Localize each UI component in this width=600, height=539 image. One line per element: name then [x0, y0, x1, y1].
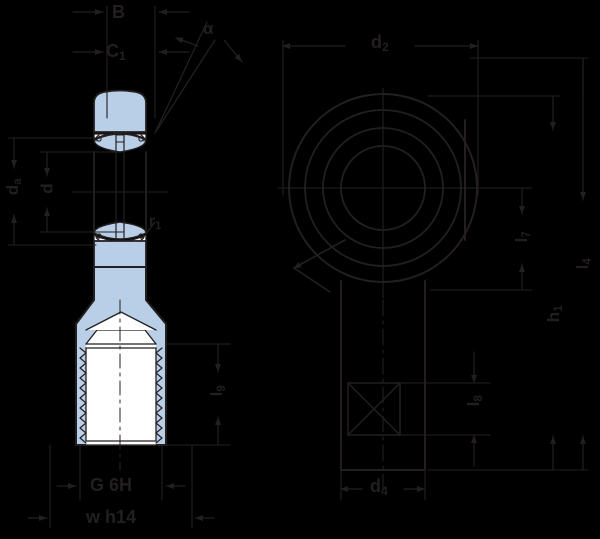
label-da: da [3, 178, 25, 196]
dim-r1-leader [145, 221, 156, 235]
thread-teeth-left [79, 347, 87, 444]
bearing-outer-ring-bottom [93, 240, 147, 268]
grease-nipple-leader [293, 239, 346, 293]
dim-l9 [165, 343, 231, 446]
dim-d2 [282, 39, 479, 196]
label-l4: l4 [573, 258, 595, 270]
label-shank-width: w h14 [86, 507, 137, 527]
dim-alpha [154, 21, 243, 134]
label-l7: l7 [512, 231, 534, 243]
label-alpha: α [203, 19, 214, 38]
label-C1: C1 [106, 41, 126, 64]
label-r1: r1 [149, 213, 162, 233]
dim-wh14 [27, 444, 215, 529]
thread-teeth-right [155, 347, 163, 444]
square-flat-detail [347, 382, 401, 436]
label-B: B [112, 2, 125, 22]
plan-centerlines [277, 87, 489, 491]
side-section-view [7, 5, 243, 529]
dim-d [39, 151, 119, 233]
label-thread-designation: G 6H [90, 475, 133, 495]
dim-G6H [56, 444, 186, 501]
thread-hole-white [85, 311, 157, 446]
label-h1: h1 [544, 305, 566, 323]
dim-l4 [469, 57, 589, 471]
dim-l8 [399, 351, 491, 467]
bearing-ball-upper [93, 133, 147, 153]
dim-l7 [429, 187, 533, 291]
label-d2: d2 [371, 32, 389, 55]
bearing-outer-ring-top [93, 89, 147, 133]
dim-h1 [427, 95, 589, 471]
label-l9: l9 [207, 385, 229, 397]
label-d4: d4 [370, 476, 388, 499]
plan-view [277, 39, 589, 501]
label-d: d [37, 183, 57, 194]
bearing-inner-ring-bottom [93, 234, 147, 242]
bearing-ball-lower [93, 221, 147, 240]
label-l8: l8 [464, 395, 486, 407]
dim-da [7, 137, 97, 246]
dim-B [72, 5, 190, 119]
dim-d4 [340, 434, 426, 501]
